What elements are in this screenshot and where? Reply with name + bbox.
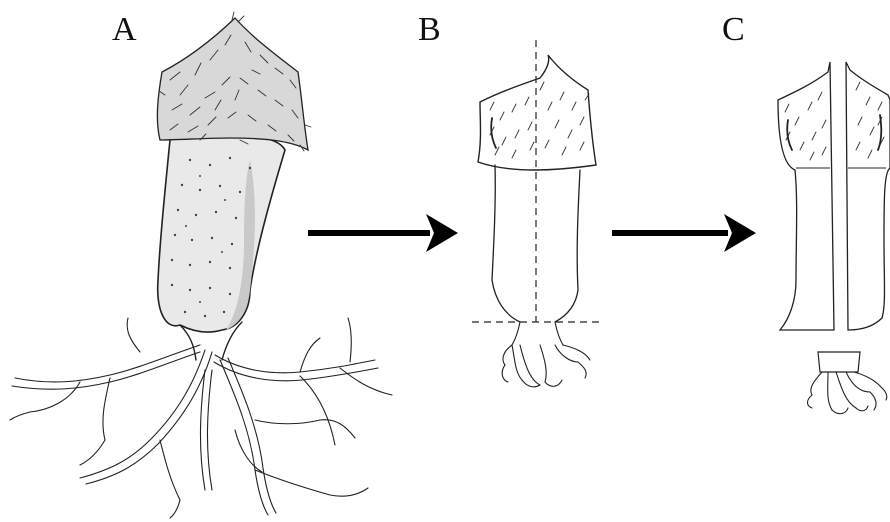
rhizoids-b	[502, 322, 590, 387]
panel-label-c: C	[722, 11, 745, 48]
arrow-b-to-c	[612, 214, 756, 252]
panel-label-a: A	[112, 11, 137, 48]
specimen-c	[778, 62, 890, 414]
half-right-c	[846, 62, 890, 330]
rhizoids-c	[808, 372, 887, 414]
half-left-c	[778, 62, 834, 330]
panel-label-b: B	[418, 11, 441, 48]
specimen-a	[10, 12, 392, 518]
rhizoids-a	[10, 318, 392, 518]
arrow-a-to-b	[308, 214, 458, 252]
cap-a	[157, 18, 308, 150]
base-c	[818, 352, 860, 372]
specimen-b	[472, 40, 602, 387]
body-a	[158, 134, 285, 332]
